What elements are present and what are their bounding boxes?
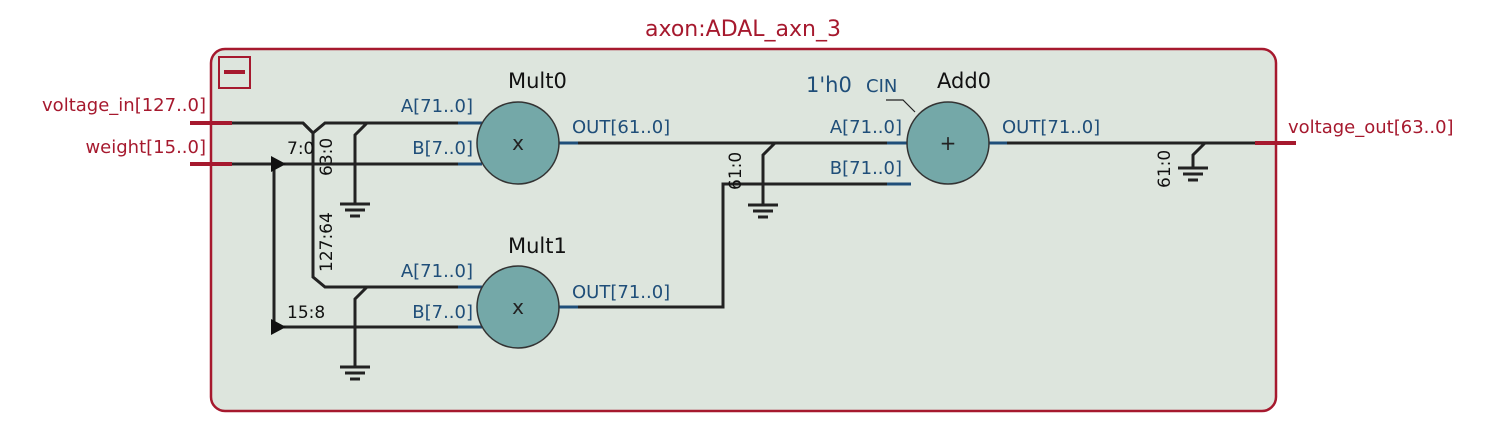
mult1-symbol: x (512, 295, 524, 319)
add0-block[interactable]: Add0 1'h0 CIN + A[71..0] B[71..0] OUT[71… (806, 69, 1100, 186)
module-body[interactable] (209, 47, 1278, 413)
multiplier-icon (476, 101, 560, 185)
wire-add0-out (1007, 141, 1255, 182)
module-title: axon:ADAL_axn_3 (645, 17, 841, 42)
ground-symbol (340, 285, 370, 381)
bus-tap-icon (271, 319, 286, 335)
port-voltage-out[interactable]: voltage_out[63..0] (1288, 117, 1454, 138)
mult0-symbol: x (512, 131, 524, 155)
port-weight[interactable]: weight[15..0] (85, 137, 206, 158)
port-voltage-in[interactable]: voltage_in[127..0] (42, 95, 206, 116)
add0-cin-label: CIN (866, 76, 897, 97)
add0-pin-a: A[71..0] (830, 117, 902, 138)
mult1-pin-out: OUT[71..0] (572, 282, 670, 303)
wire-mult1-out (578, 182, 907, 309)
add0-pin-b: B[71..0] (830, 158, 902, 179)
add0-symbol: + (940, 131, 957, 155)
wire-voltage-in (232, 121, 477, 289)
bit-label-out: 61:0 (1155, 150, 1175, 188)
mult0-name: Mult0 (508, 69, 567, 93)
mult1-block[interactable]: Mult1 x A[71..0] B[7..0] OUT[71..0] (401, 234, 670, 349)
mult0-pin-out: OUT[61..0] (572, 117, 670, 138)
mult0-pin-a: A[71..0] (401, 96, 473, 117)
add0-cin-value: 1'h0 (806, 73, 852, 97)
bit-label-vin-lo: 63:0 (317, 138, 337, 176)
multiplier-icon (476, 265, 560, 349)
ground-symbol (748, 141, 778, 219)
bit-label-vin-hi: 127:64 (317, 212, 337, 272)
bus-tap-icon (271, 156, 286, 172)
ground-symbol (340, 121, 370, 218)
adder-icon (906, 101, 990, 185)
mult1-pin-a: A[71..0] (401, 261, 473, 282)
mult1-name: Mult1 (508, 234, 567, 258)
collapse-button[interactable] (218, 56, 251, 89)
add0-name: Add0 (937, 69, 991, 93)
bit-label-add-b: 61:0 (726, 152, 746, 190)
add0-pin-out: OUT[71..0] (1002, 117, 1100, 138)
mult0-block[interactable]: Mult0 x A[71..0] B[7..0] OUT[61..0] (401, 69, 670, 185)
bit-label-weight-hi: 15:8 (287, 303, 325, 323)
mult0-pin-b: B[7..0] (412, 138, 473, 159)
mult1-pin-b: B[7..0] (412, 302, 473, 323)
bit-label-weight-lo: 7:0 (287, 139, 314, 159)
